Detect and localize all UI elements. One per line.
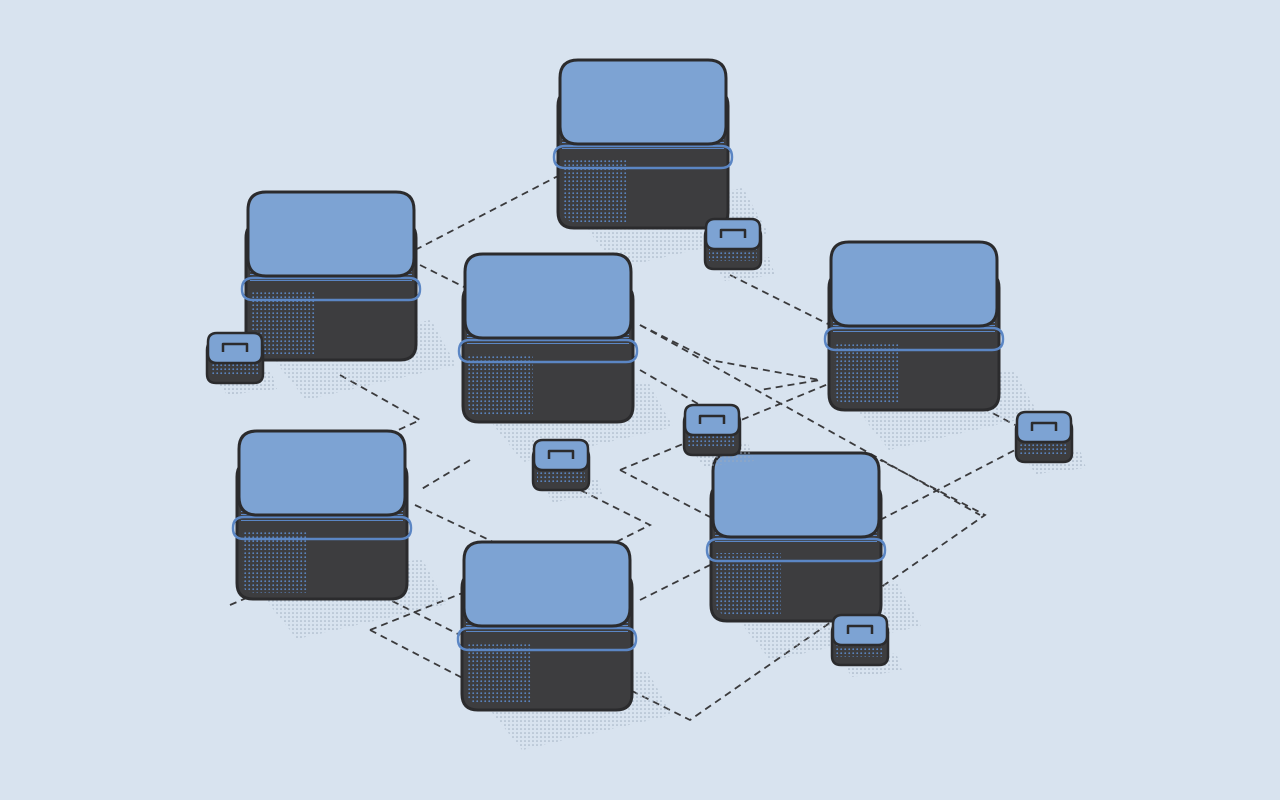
block-side-texture <box>467 642 532 704</box>
block-left-lower <box>231 429 447 639</box>
block-side-texture <box>468 354 533 416</box>
block-center <box>457 252 673 462</box>
chip-bracket-icon <box>719 228 747 238</box>
chip-bracket-icon <box>846 624 874 634</box>
connector-chip-2 <box>703 217 775 281</box>
connector-line <box>639 324 821 391</box>
chip-lid <box>206 331 264 365</box>
block-lid <box>558 58 728 146</box>
connector-line <box>419 264 471 291</box>
chip-lid <box>1015 410 1073 444</box>
block-lid <box>829 240 999 328</box>
block-lid <box>237 429 407 517</box>
chip-side-texture <box>1020 442 1068 454</box>
chip-bracket-icon <box>698 414 726 424</box>
connector-line <box>414 504 501 546</box>
block-rim <box>457 338 639 364</box>
connector-chip-3 <box>682 403 754 467</box>
block-lid <box>463 252 633 340</box>
connector-line <box>879 449 1016 521</box>
chip-lid <box>831 613 889 647</box>
block-top-center <box>552 58 768 268</box>
block-bottom-right <box>705 451 921 661</box>
block-rim <box>552 144 734 170</box>
chip-lid <box>704 217 762 251</box>
connector-line <box>339 374 422 451</box>
connector-line <box>729 274 841 331</box>
connector-line <box>639 559 721 601</box>
block-bottom-center <box>456 540 672 750</box>
block-side-texture <box>834 342 899 404</box>
block-rim <box>240 276 422 302</box>
block-lid <box>711 451 881 539</box>
block-side-texture <box>563 160 628 222</box>
block-left-upper <box>240 190 456 400</box>
chip-bracket-icon <box>1030 421 1058 431</box>
chip-lid <box>683 403 741 437</box>
chip-lid <box>532 438 590 472</box>
block-side-texture <box>251 292 316 354</box>
chip-side-texture <box>688 435 736 447</box>
block-lid <box>246 190 416 278</box>
connector-chip-5 <box>830 613 902 677</box>
chip-side-texture <box>709 249 757 261</box>
block-rim <box>231 515 413 541</box>
block-side-texture <box>242 531 307 593</box>
connector-chips <box>205 217 1086 677</box>
block-side-texture <box>716 553 781 615</box>
block-lid <box>462 540 632 628</box>
connector-chip-1 <box>205 331 277 395</box>
chip-side-texture <box>836 645 884 657</box>
chip-bracket-icon <box>547 449 575 459</box>
block-rim <box>456 626 638 652</box>
chip-side-texture <box>211 363 259 375</box>
connector-line <box>414 174 561 251</box>
chip-bracket-icon <box>221 342 249 352</box>
connector-line <box>419 459 471 491</box>
chip-side-texture <box>537 470 585 482</box>
connector-chip-6 <box>1014 410 1086 474</box>
connector-chip-4 <box>531 438 603 502</box>
block-rim <box>705 537 887 563</box>
storage-blocks <box>231 58 1039 750</box>
block-right <box>823 240 1039 450</box>
block-rim <box>823 326 1005 352</box>
